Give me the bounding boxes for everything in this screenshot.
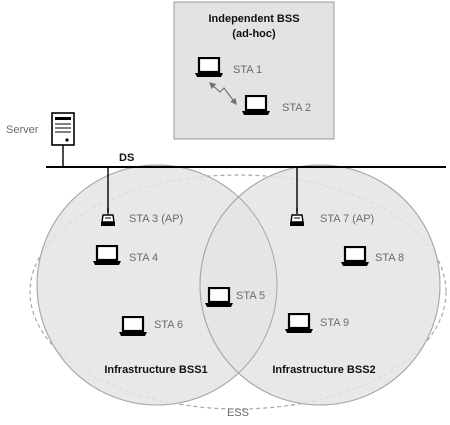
sta8-label: STA 8 bbox=[375, 252, 404, 264]
independent-bss-title: Independent BSS bbox=[208, 13, 299, 25]
ess-label: ESS bbox=[227, 407, 249, 419]
sta4-laptop-icon bbox=[92, 245, 122, 267]
sta5-label: STA 5 bbox=[236, 290, 265, 302]
sta3-label: STA 3 (AP) bbox=[129, 213, 183, 225]
sta8-laptop-icon bbox=[340, 246, 370, 268]
bss1-label: Infrastructure BSS1 bbox=[104, 364, 207, 376]
sta4-label: STA 4 bbox=[129, 252, 158, 264]
ess-boundary bbox=[29, 174, 447, 410]
sta5-laptop-icon bbox=[204, 287, 234, 309]
sta9-label: STA 9 bbox=[320, 317, 349, 329]
sta1-label: STA 1 bbox=[233, 64, 262, 76]
sta1-laptop-icon bbox=[194, 57, 224, 79]
adhoc-link-arrow bbox=[209, 82, 237, 106]
ds-label: DS bbox=[119, 152, 134, 164]
sta2-laptop-icon bbox=[241, 95, 271, 117]
server-icon bbox=[51, 112, 75, 167]
sta9-laptop-icon bbox=[284, 313, 314, 335]
sta2-label: STA 2 bbox=[282, 102, 311, 114]
sta6-label: STA 6 bbox=[154, 319, 183, 331]
independent-bss-panel: Independent BSS (ad-hoc) STA 1 STA 2 bbox=[173, 1, 335, 140]
independent-bss-subtitle: (ad-hoc) bbox=[232, 28, 276, 40]
server-label: Server bbox=[6, 124, 39, 136]
sta7-label: STA 7 (AP) bbox=[320, 213, 374, 225]
bss2-label: Infrastructure BSS2 bbox=[272, 364, 375, 376]
sta6-laptop-icon bbox=[118, 316, 148, 338]
